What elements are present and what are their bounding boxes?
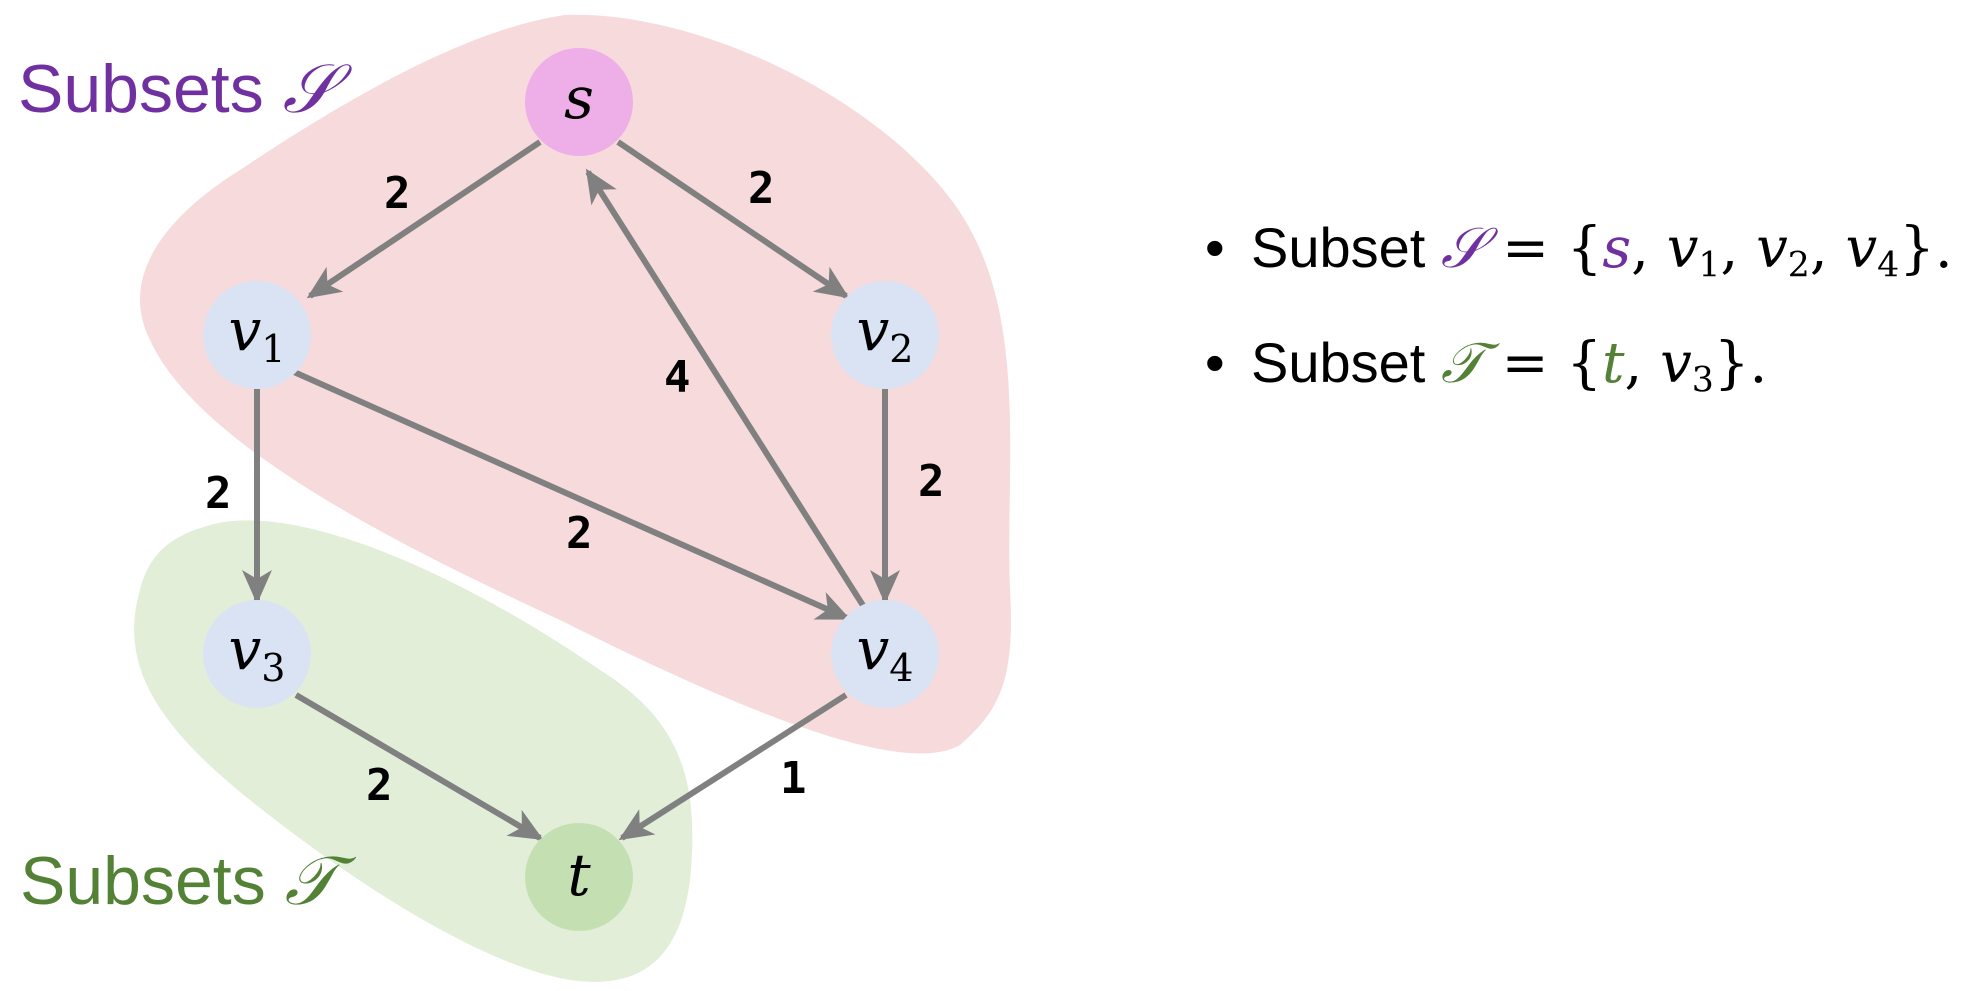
subset-s-def-symbol: 𝒮 <box>1440 216 1485 281</box>
subset-s-def-v4-sub: 4 <box>1877 245 1900 286</box>
subset-t-word: Subsets <box>20 843 266 919</box>
node-v2-sub: 2 <box>889 327 913 371</box>
subset-s-region <box>140 14 1011 754</box>
bullet-marker: • <box>1205 216 1225 279</box>
edge-v4-t <box>618 692 848 841</box>
subset-s-def-sep2: , <box>1720 216 1757 281</box>
edge-v3-t <box>294 692 544 841</box>
node-v3 <box>203 600 311 708</box>
subset-s-def-sep3: , <box>1809 216 1846 281</box>
node-t <box>525 823 633 931</box>
subset-s-def-v4: v <box>1845 216 1878 281</box>
subset-s-label: Subsets 𝒮 <box>18 50 353 129</box>
weight-v1-v4: 2 <box>566 508 593 559</box>
subset-s-def-v2-sub: 2 <box>1787 245 1810 286</box>
weight-v4-t: 1 <box>780 753 807 804</box>
node-v3-letter: v <box>229 615 262 683</box>
node-s-letter: s <box>564 64 594 132</box>
node-s <box>525 48 633 156</box>
edge-s-v1 <box>306 139 542 299</box>
subset-s-def-v1: v <box>1666 216 1699 281</box>
node-v4-sub: 4 <box>889 646 913 690</box>
subset-t-def-sep: , <box>1624 331 1661 396</box>
weight-v4-s: 4 <box>664 352 691 403</box>
subset-t-def-symbol: 𝒯 <box>1440 331 1484 396</box>
subset-t-def-word: Subset <box>1251 331 1426 394</box>
subset-s-def-v2: v <box>1756 216 1788 281</box>
weight-s-v1: 2 <box>384 168 411 219</box>
node-label-v2: v2 <box>857 296 914 371</box>
node-label-t: t <box>567 841 591 909</box>
node-label-v3: v3 <box>229 615 286 690</box>
subset-t-def-end: }. <box>1713 331 1768 396</box>
edge-v4-s <box>585 168 867 609</box>
node-v2 <box>831 281 939 389</box>
node-v1 <box>203 281 311 389</box>
subset-s-def-word: Subset <box>1251 216 1426 279</box>
node-t-letter: t <box>567 841 591 909</box>
node-v1-sub: 1 <box>261 327 285 371</box>
subset-definitions: •Subset 𝒮 = {s, v1, v2, v4}. •Subset 𝒯 =… <box>1205 215 1953 445</box>
subset-s-def-v1-sub: 1 <box>1698 245 1721 286</box>
edges-group <box>242 139 900 841</box>
edge-v1-v4 <box>292 369 851 621</box>
subset-t-def-v3-sub: 3 <box>1691 360 1714 401</box>
node-label-s: s <box>564 64 594 132</box>
subset-s-word: Subsets <box>18 51 264 127</box>
subset-t-def-t: t <box>1601 331 1625 396</box>
subset-s-def-s: s <box>1602 216 1632 281</box>
subset-s-def-eq: = { <box>1484 216 1603 281</box>
subset-t-definition: • Subset 𝒯 = {t, v3}. <box>1205 330 1953 445</box>
subset-t-def-v3: v <box>1660 331 1692 396</box>
node-v4 <box>831 600 939 708</box>
subset-t-label: Subsets 𝒯 <box>20 842 357 921</box>
node-label-v4: v4 <box>857 615 914 690</box>
node-v2-letter: v <box>857 296 890 364</box>
weight-s-v2: 2 <box>748 163 775 214</box>
subset-t-def-eq: = { <box>1483 331 1602 396</box>
subset-s-def-sep1: , <box>1631 216 1667 281</box>
weight-v1-v3: 2 <box>205 468 232 519</box>
subset-s-definition: •Subset 𝒮 = {s, v1, v2, v4}. <box>1205 215 1953 330</box>
node-v4-letter: v <box>857 615 890 683</box>
node-v1-letter: v <box>229 296 262 364</box>
edge-s-v2 <box>616 139 850 299</box>
bullet-marker: • <box>1205 331 1225 394</box>
node-v3-sub: 3 <box>261 646 285 690</box>
node-label-v1: v1 <box>229 296 286 371</box>
subset-s-def-end: }. <box>1899 216 1953 281</box>
weight-v3-t: 2 <box>366 760 393 811</box>
weight-v2-v4: 2 <box>918 456 945 507</box>
